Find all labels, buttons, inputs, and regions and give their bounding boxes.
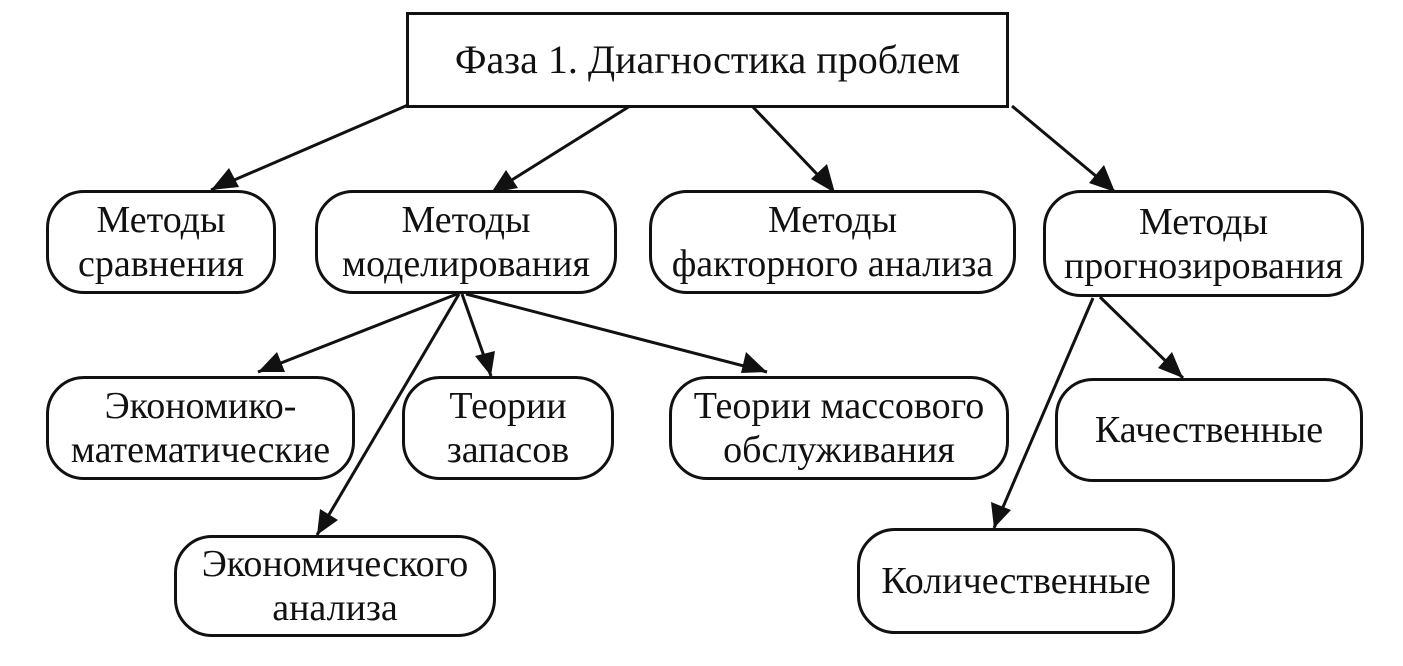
queueing-theory-label: Теории массового обслуживания: [693, 385, 985, 471]
arrow-modeling-to-econ-analysis: [315, 293, 461, 536]
qualitative-label: Качественные: [1094, 409, 1324, 451]
arrowhead-comparison: [211, 168, 239, 190]
arrow-modeling-to-econ-math: [257, 292, 458, 374]
root-node-phase-1: Фаза 1. Диагностика проблем: [406, 12, 1009, 108]
forecasting-methods-label: Методы прогнозирования: [1063, 200, 1344, 287]
arrowhead-qualitative: [1158, 352, 1183, 378]
arrowhead-quantitative: [991, 502, 1011, 528]
arrowhead-queueing: [741, 352, 767, 373]
factor-analysis-methods-label: Методы факторного анализа: [671, 199, 994, 285]
node-factor-analysis-methods: Методы факторного анализа: [649, 190, 1016, 294]
arrowhead-modeling: [491, 170, 518, 193]
node-inventory-theory: Теории запасов: [402, 376, 614, 480]
arrow-root-to-modeling: [490, 104, 631, 195]
arrow-forecasting-to-quantitative: [992, 297, 1095, 529]
node-modeling-methods: Методы моделирования: [315, 190, 617, 294]
arrow-root-to-comparison: [210, 103, 409, 192]
comparison-methods-label: Методы сравнения: [77, 199, 245, 285]
root-label: Фаза 1. Диагностика проблем: [454, 37, 961, 82]
node-forecasting-methods: Методы прогнозирования: [1043, 190, 1364, 297]
node-economic-analysis: Экономического анализа: [174, 535, 496, 637]
arrowhead-econ-analysis: [317, 509, 338, 535]
arrowhead-econ-math: [258, 352, 285, 372]
node-comparison-methods: Методы сравнения: [46, 190, 276, 294]
node-quantitative: Количественные: [857, 528, 1175, 634]
economic-mathematical-label: Экономико- математические: [70, 385, 331, 471]
quantitative-label: Количественные: [881, 560, 1151, 602]
node-qualitative: Качественные: [1055, 378, 1363, 482]
node-economic-mathematical: Экономико- математические: [46, 376, 355, 480]
modeling-methods-label: Методы моделирования: [342, 199, 590, 285]
arrowhead-forecasting: [1089, 165, 1115, 192]
node-queueing-theory: Теории массового обслуживания: [669, 376, 1009, 480]
inventory-theory-label: Теории запасов: [446, 385, 570, 471]
arrowheads: [211, 164, 1183, 535]
arrow-modeling-to-queueing: [465, 292, 768, 374]
economic-analysis-label: Экономического анализа: [201, 543, 469, 629]
arrowhead-inventory: [475, 351, 495, 376]
arrowhead-factor: [811, 164, 835, 193]
